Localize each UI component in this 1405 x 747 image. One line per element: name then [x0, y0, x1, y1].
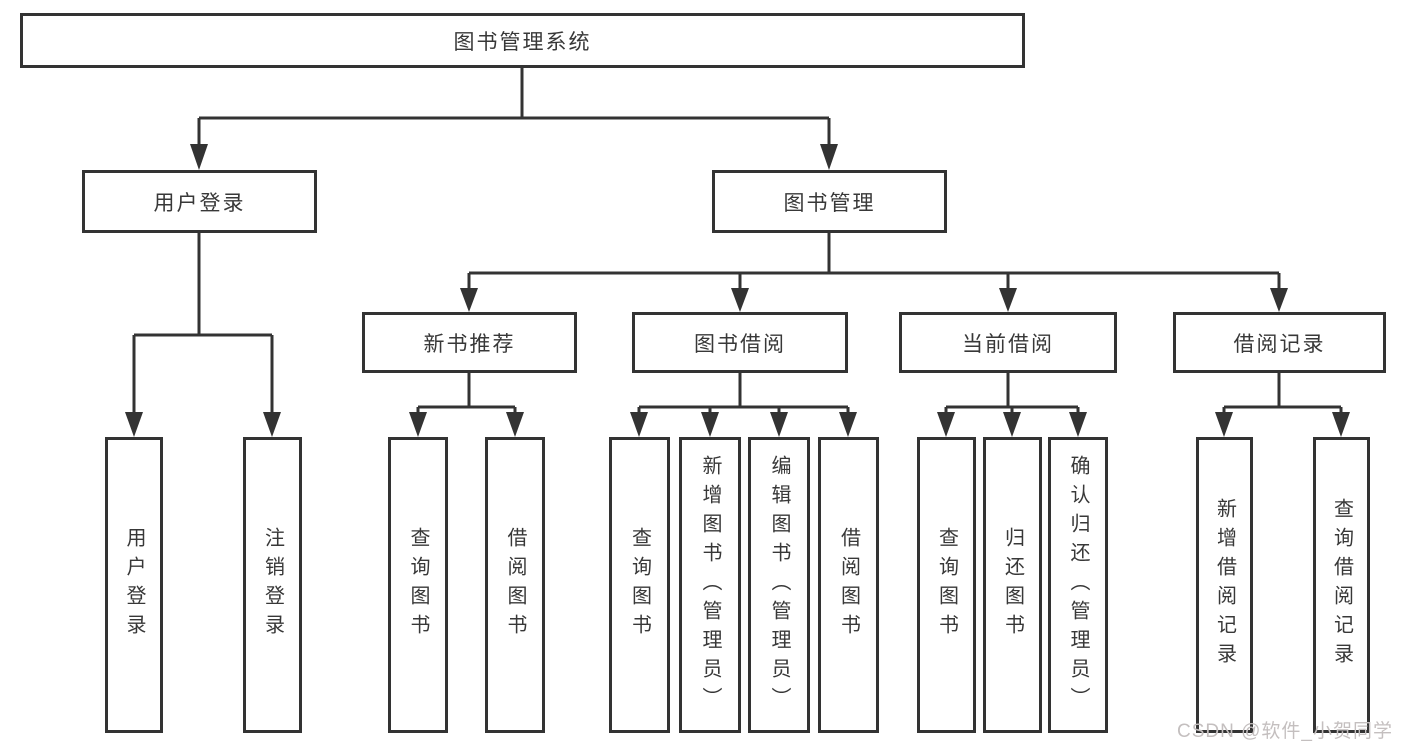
- node-borrowing-records: 借阅记录: [1173, 312, 1386, 373]
- node-leaf-br-add-record: 新增借阅记录: [1196, 437, 1253, 733]
- node-label: 借阅图书: [504, 527, 526, 643]
- node-label: 图书管理: [783, 191, 876, 215]
- node-label: 编辑图书（管理员）: [768, 454, 790, 716]
- edge-book-borrow-children: [630, 373, 857, 437]
- edge-borrow-records-children: [1215, 373, 1350, 437]
- node-label: 查询图书: [628, 527, 651, 643]
- node-new-book-recommend: 新书推荐: [362, 312, 577, 373]
- node-leaf-br-query-record: 查询借阅记录: [1313, 437, 1370, 733]
- edge-user-login-children: [125, 233, 281, 437]
- node-library-management-system: 图书管理系统: [20, 13, 1025, 68]
- node-leaf-nb-query-books: 查询图书: [388, 437, 448, 733]
- node-leaf-cb-query-books: 查询图书: [917, 437, 976, 733]
- node-book-management: 图书管理: [712, 170, 947, 233]
- edge-new-book-children: [409, 373, 524, 437]
- node-label: 用户登录: [153, 191, 246, 215]
- node-current-borrowing: 当前借阅: [899, 312, 1117, 373]
- node-label: 查询图书: [407, 527, 429, 643]
- node-leaf-cb-return-books: 归还图书: [983, 437, 1042, 733]
- node-label: 用户登录: [123, 527, 145, 643]
- node-leaf-cb-confirm-return-admin: 确认归还（管理员）: [1048, 437, 1108, 733]
- node-label: 新增借阅记录: [1213, 498, 1236, 672]
- node-label: 借阅图书: [837, 527, 860, 643]
- node-label: 图书管理系统: [453, 30, 592, 54]
- node-leaf-bb-query-books: 查询图书: [609, 437, 670, 733]
- node-leaf-nb-borrow-books: 借阅图书: [485, 437, 545, 733]
- node-label: 借阅记录: [1233, 332, 1326, 356]
- node-label: 归还图书: [1001, 527, 1024, 643]
- node-leaf-logout: 注销登录: [243, 437, 302, 733]
- node-label: 图书借阅: [694, 332, 786, 356]
- edge-current-borrow-children: [937, 373, 1087, 437]
- edge-book-mgmt-children: [460, 233, 1288, 312]
- node-leaf-user-login: 用户登录: [105, 437, 163, 733]
- node-leaf-bb-borrow-books: 借阅图书: [818, 437, 879, 733]
- node-label: 查询图书: [935, 527, 958, 643]
- node-book-borrowing: 图书借阅: [632, 312, 848, 373]
- csdn-watermark: CSDN @软件_小贺同学: [1177, 721, 1393, 742]
- node-label: 查询借阅记录: [1330, 498, 1353, 672]
- node-label: 新增图书（管理员）: [699, 454, 721, 716]
- node-leaf-bb-edit-books-admin: 编辑图书（管理员）: [748, 437, 810, 733]
- node-label: 确认归还（管理员）: [1067, 454, 1089, 716]
- node-user-login: 用户登录: [82, 170, 317, 233]
- node-label: 注销登录: [261, 527, 284, 643]
- node-label: 新书推荐: [423, 332, 516, 356]
- node-label: 当前借阅: [962, 332, 1054, 356]
- node-leaf-bb-add-books-admin: 新增图书（管理员）: [679, 437, 741, 733]
